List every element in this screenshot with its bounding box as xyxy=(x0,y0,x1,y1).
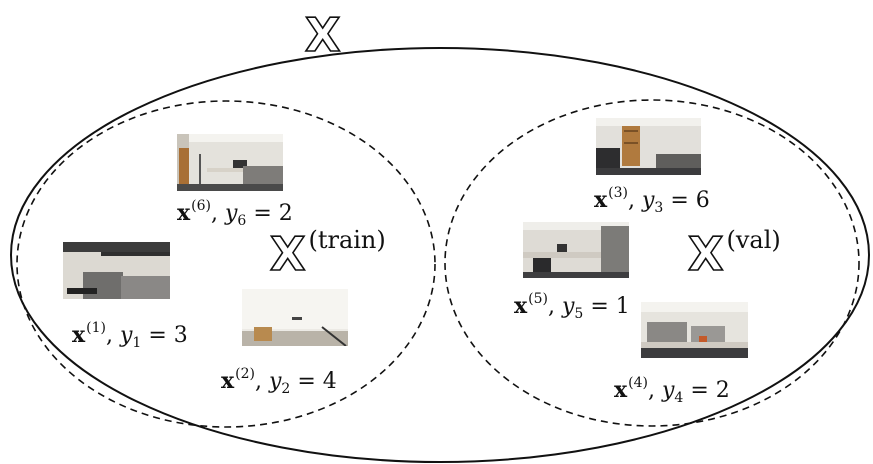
sample-label-3: x(3), y3 = 6 xyxy=(594,186,710,215)
val-set-superscript: (val) xyxy=(726,226,780,254)
sample-label-1: x(1), y1 = 3 xyxy=(72,321,188,350)
train-set-superscript: (train) xyxy=(308,226,385,254)
sample-image-5 xyxy=(523,222,629,278)
train-set-symbol: X xyxy=(270,227,305,281)
sample-label-6: x(6), y6 = 2 xyxy=(177,199,293,228)
sample-image-4 xyxy=(641,302,748,358)
sample-label-4: x(4), y4 = 2 xyxy=(614,376,730,405)
universe-symbol: X xyxy=(305,12,340,58)
sample-image-6 xyxy=(177,134,283,191)
universe-symbol-letter: X xyxy=(305,8,340,62)
val-set-label: X(val) xyxy=(688,228,781,277)
sample-label-5: x(5), y5 = 1 xyxy=(514,292,630,321)
sample-label-2: x(2), y2 = 4 xyxy=(221,367,337,396)
train-set-label: X(train) xyxy=(270,228,386,277)
sample-image-3 xyxy=(596,118,701,175)
val-set-symbol: X xyxy=(688,227,723,281)
sample-image-2 xyxy=(242,289,348,346)
sample-image-1 xyxy=(63,242,170,299)
